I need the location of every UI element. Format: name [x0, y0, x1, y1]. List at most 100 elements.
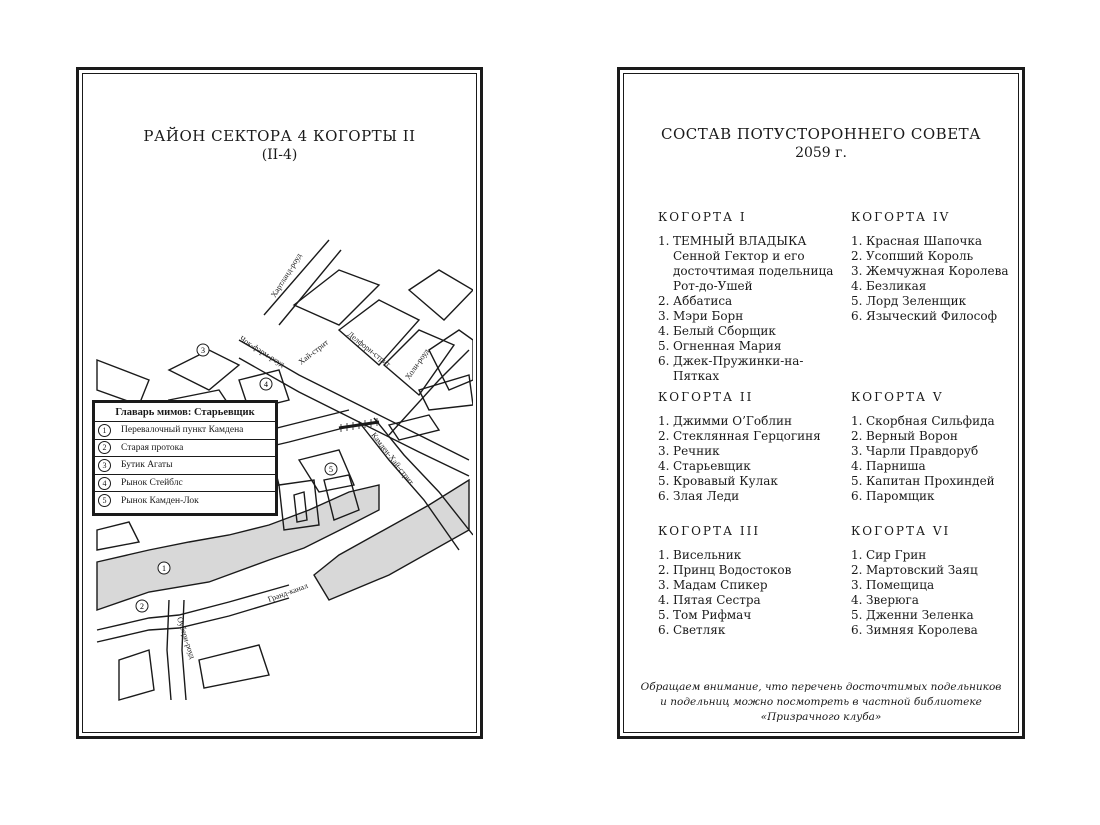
legend-item: 2 Старая протока [95, 440, 275, 458]
member-name: Дженни Зеленка [866, 608, 974, 622]
member-number: 3. [851, 578, 863, 592]
legend-item-label: Рынок Камден-Лок [121, 495, 199, 506]
member-number: 4. [851, 279, 863, 293]
map-marker-3: 3 [196, 343, 210, 357]
block [278, 479, 320, 531]
block [292, 269, 381, 326]
cohort-heading: КОГОРТА V [851, 390, 944, 404]
legend-item: 3 Бутик Агаты [95, 457, 275, 475]
block [387, 414, 441, 441]
legend-item-number: 2 [98, 441, 111, 455]
member-item: 5.Дженни Зеленка [851, 608, 1036, 623]
member-number: 3. [658, 578, 670, 592]
block [428, 329, 473, 391]
legend-item: 5 Рынок Камден-Лок [95, 492, 275, 509]
member-item: 6.Джек-Пружинки-на-Пятках [658, 354, 843, 384]
member-name: Сир Грин [866, 548, 927, 562]
footnote-line: и подельниц можно посмотреть в частной б… [660, 696, 982, 708]
street-label-delforn: Делфорн-стрит [346, 329, 393, 369]
member-name: Пятая Сестра [673, 593, 761, 607]
member-number: 2. [658, 294, 670, 308]
member-number: 5. [658, 474, 670, 488]
member-item: 5.Капитан Прохиндей [851, 474, 1036, 489]
member-name: Языческий Философ [866, 309, 997, 323]
member-item: 2.Мартовский Заяц [851, 563, 1036, 578]
map-legend: Главарь мимов: Старьевщик 1 Перевалочный… [92, 400, 278, 516]
member-name: Огненная Мария [673, 339, 782, 353]
member-item: 4.Белый Сборщик [658, 324, 843, 339]
member-item: 4.Пятая Сестра [658, 593, 843, 608]
member-name: Паромщик [866, 489, 935, 503]
member-number: 6. [851, 623, 863, 637]
member-item: 5.Кровавый Кулак [658, 474, 843, 489]
member-number: 2. [851, 429, 863, 443]
member-name: Стеклянная Герцогиня [673, 429, 821, 443]
member-number: 4. [851, 459, 863, 473]
member-name: Красная Шапочка [866, 234, 983, 248]
member-name: Капитан Прохиндей [866, 474, 995, 488]
road-hartland [263, 239, 330, 316]
member-item: 4.Безликая [851, 279, 1036, 294]
legend-heading: Главарь мимов: Старьевщик [95, 403, 275, 422]
member-item: 5.Том Рифмач [658, 608, 843, 623]
street-label-grand-canal: Гранд-канал [267, 581, 309, 604]
member-name: Помещица [866, 578, 935, 592]
member-name: Скорбная Сильфида [866, 414, 995, 428]
block [337, 299, 421, 366]
member-number: 1. [658, 234, 670, 248]
member-item: 1.Красная Шапочка [851, 234, 1036, 249]
member-item: 1.ТЕМНЫЙ ВЛАДЫКА [658, 234, 843, 249]
member-item: 2.Принц Водостоков [658, 563, 843, 578]
member-number [658, 249, 673, 264]
block [167, 349, 241, 391]
map-subtitle: (II-4) [261, 147, 298, 163]
block [118, 649, 155, 701]
member-number: 1. [851, 414, 863, 428]
member-item: 2.Верный Ворон [851, 429, 1036, 444]
member-name: Зверюга [866, 593, 919, 607]
member-name: Верный Ворон [866, 429, 958, 443]
member-number: 2. [851, 249, 863, 263]
member-number: 2. [658, 429, 670, 443]
member-item: 2.Стеклянная Герцогиня [658, 429, 843, 444]
member-name: Рот-до-Ушей [673, 279, 753, 293]
svg-text:2: 2 [140, 602, 144, 611]
block [96, 358, 150, 406]
legend-item-number: 1 [98, 423, 111, 437]
member-number: 1. [851, 548, 863, 562]
member-name: Белый Сборщик [673, 324, 776, 338]
member-item: 6.Зимняя Королева [851, 623, 1036, 638]
block [293, 491, 308, 523]
member-item: 4.Зверюга [851, 593, 1036, 608]
map-page: РАЙОН СЕКТОРА 4 КОГОРТЫ II (II-4) [76, 67, 483, 739]
member-item: 1.Висельник [658, 548, 843, 563]
member-item: 6.Светляк [658, 623, 843, 638]
member-name: Том Рифмач [673, 608, 752, 622]
member-name: Зимняя Королева [866, 623, 978, 637]
member-name: Безликая [866, 279, 927, 293]
member-name: Светляк [673, 623, 726, 637]
member-name: Кровавый Кулак [673, 474, 778, 488]
block [407, 269, 473, 321]
member-item: 5.Огненная Мария [658, 339, 843, 354]
cohort-heading: КОГОРТА IV [851, 210, 951, 224]
map-marker-4: 4 [259, 377, 273, 391]
member-name: Аббатиса [673, 294, 733, 308]
member-item: 4.Старьевщик [658, 459, 843, 474]
legend-item-number: 3 [98, 458, 111, 472]
cohort-heading: КОГОРТА III [658, 524, 761, 538]
cohort-heading: КОГОРТА II [658, 390, 754, 404]
member-number: 5. [658, 608, 670, 622]
map-marker-1: 1 [157, 561, 171, 575]
member-number: 6. [658, 354, 670, 368]
member-item: Рот-до-Ушей [658, 279, 843, 294]
street-label-holy: Холи-роуд [403, 347, 431, 381]
member-name: Висельник [673, 548, 742, 562]
map-title: РАЙОН СЕКТОРА 4 КОГОРТЫ II [143, 127, 416, 145]
